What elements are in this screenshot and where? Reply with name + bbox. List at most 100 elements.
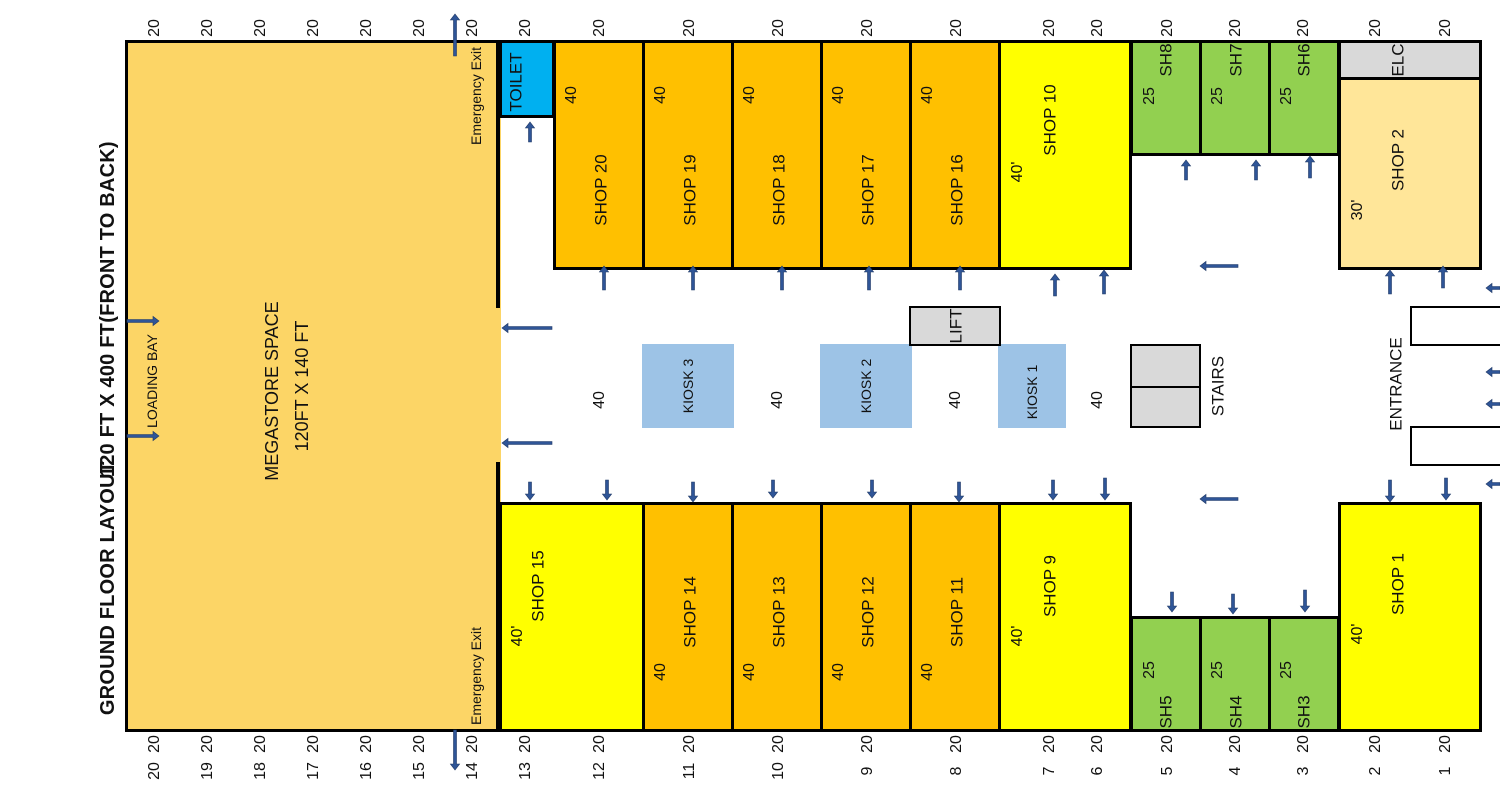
bay-number-1: 1 [1437, 766, 1454, 776]
title-front-to-back: (FRONT TO BACK) [97, 141, 119, 323]
shop-14-label: SHOP 14 [680, 576, 700, 648]
kiosk-1-label: KIOSK 1 [1024, 364, 1040, 420]
bay-number-19: 19 [199, 762, 216, 780]
stairs-label: STAIRS [1208, 355, 1228, 417]
bottom-dim-2: 20 [199, 735, 216, 753]
top-dim-10: 20 [681, 19, 698, 37]
kiosk-2-label: KIOSK 2 [858, 358, 874, 414]
top-dim-3: 20 [252, 19, 269, 37]
shop-11 [909, 502, 1001, 732]
shop-19-label: SHOP 19 [680, 154, 700, 226]
top-dim-16: 20 [1159, 19, 1176, 37]
shop-11-depth: 40 [919, 663, 936, 681]
top-dim-12: 20 [859, 19, 876, 37]
flow-arrow-23 [1099, 477, 1111, 501]
shop-2-label: SHOP 2 [1388, 128, 1408, 192]
bay-number-17: 17 [305, 762, 322, 780]
flow-arrow-25 [1227, 593, 1239, 615]
bottom-dim-13: 20 [948, 735, 965, 753]
top-dim-8: 20 [517, 19, 534, 37]
shop-1-label: SHOP 1 [1388, 552, 1408, 616]
bay-number-12: 12 [591, 762, 608, 780]
flow-arrow-27 [1384, 479, 1396, 503]
loading-bay-label: LOADING BAY [144, 334, 160, 428]
shop-20-depth: 40 [563, 86, 580, 104]
bay-number-7: 7 [1041, 766, 1058, 776]
shop-13-depth: 40 [741, 663, 758, 681]
bottom-dim-9: 20 [591, 735, 608, 753]
entrance-door-top [1410, 306, 1500, 346]
flow-arrow-2 [449, 729, 461, 771]
lift [909, 306, 1001, 346]
corridor-width-4: 40 [1089, 391, 1106, 409]
sh5-depth: 25 [1141, 661, 1158, 679]
flow-arrow-12 [1250, 159, 1262, 181]
bay-number-3: 3 [1295, 766, 1312, 776]
title-ground-floor: GROUND FLOOR LAYOUT [97, 460, 119, 716]
bottom-dim-3: 20 [252, 735, 269, 753]
top-dim-5: 20 [358, 19, 375, 37]
sh5-label: SH5 [1156, 695, 1176, 729]
shop-12-label: SHOP 12 [858, 576, 878, 648]
bottom-dim-10: 20 [681, 735, 698, 753]
bay-number-14: 14 [464, 762, 481, 780]
shop-9-depth: 40' [1009, 625, 1026, 647]
flow-arrow-37 [1485, 398, 1500, 410]
flow-arrow-11 [1180, 159, 1192, 181]
shop-17-label: SHOP 17 [858, 154, 878, 226]
top-dim-6: 20 [411, 19, 428, 37]
bay-number-9: 9 [859, 766, 876, 776]
kiosk-3-label: KIOSK 3 [680, 358, 696, 414]
flow-arrow-9 [1049, 273, 1061, 297]
bottom-dim-17: 20 [1227, 735, 1244, 753]
title-dimensions: 120 FT X 400 FT [97, 322, 119, 478]
bottom-dim-15: 20 [1089, 735, 1106, 753]
shop-13 [731, 502, 823, 732]
shop-11-label: SHOP 11 [947, 576, 967, 648]
sh7-depth: 25 [1209, 87, 1226, 105]
shop-19-depth: 40 [652, 86, 669, 104]
top-dim-1: 20 [146, 19, 163, 37]
flow-arrow-10 [1098, 269, 1110, 295]
top-dim-15: 20 [1089, 19, 1106, 37]
bay-number-11: 11 [681, 762, 698, 780]
bottom-dim-11: 20 [770, 735, 787, 753]
flow-arrow-22 [1047, 479, 1059, 501]
top-dim-19: 20 [1367, 19, 1384, 37]
shop-16-depth: 40 [919, 86, 936, 104]
bottom-dim-12: 20 [859, 735, 876, 753]
lift-label: LIFT [946, 308, 966, 344]
shop-18-depth: 40 [741, 86, 758, 104]
emergency-exit-top: Emergency Exit [468, 46, 484, 146]
sh3-label: SH3 [1294, 695, 1314, 729]
bottom-dim-14: 20 [1041, 735, 1058, 753]
flow-arrow-17 [601, 479, 613, 501]
shop-12-depth: 40 [830, 663, 847, 681]
shop-15 [499, 502, 645, 732]
bay-number-15: 15 [411, 762, 428, 780]
megastore-size: 120FT X 140 FT [292, 320, 312, 452]
bay-number-2: 2 [1367, 766, 1384, 776]
flow-arrow-19 [767, 479, 779, 499]
shop-10-depth: 40' [1009, 161, 1026, 183]
bottom-dim-19: 20 [1367, 735, 1384, 753]
emergency-exit-bottom: Emergency Exit [468, 626, 484, 726]
sh6-depth: 25 [1278, 87, 1295, 105]
top-dim-14: 20 [1041, 19, 1058, 37]
megastore-wall-top [496, 40, 500, 308]
bay-number-10: 10 [770, 762, 787, 780]
bay-number-8: 8 [948, 766, 965, 776]
sh6-label: SH6 [1294, 43, 1314, 77]
bottom-dim-1: 20 [146, 735, 163, 753]
flow-arrow-14 [1384, 269, 1396, 295]
shop-12 [820, 502, 912, 732]
megastore-wall-bottom [496, 462, 500, 732]
bay-number-20: 20 [146, 762, 163, 780]
elc-room [1338, 40, 1482, 80]
bottom-dim-7: 20 [464, 735, 481, 753]
flow-arrow-24 [1166, 591, 1178, 613]
shop-10 [998, 40, 1132, 270]
bay-number-6: 6 [1089, 766, 1106, 776]
flow-arrow-28 [1440, 477, 1452, 501]
